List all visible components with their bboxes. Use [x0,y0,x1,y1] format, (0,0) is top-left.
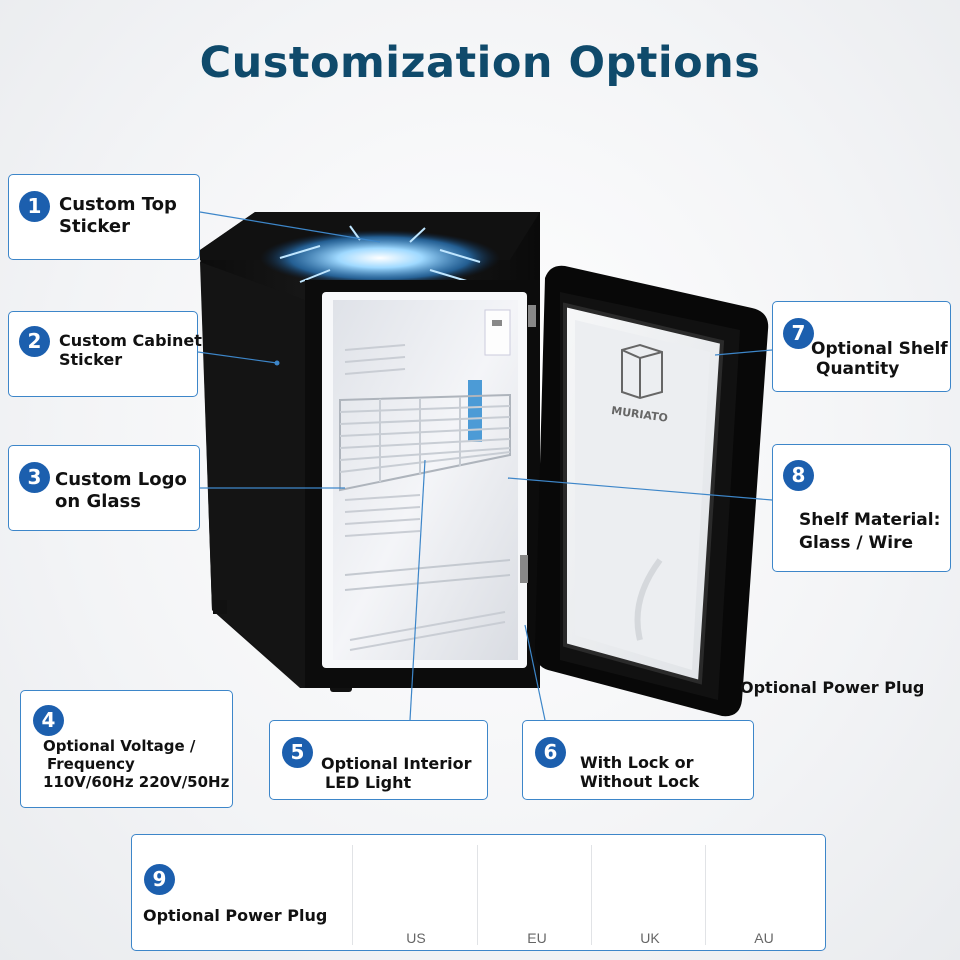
callout-optional-voltage-frequency: 4 Optional Voltage / Frequency 110V/60Hz… [20,690,233,808]
page-title: Customization Options [199,38,761,88]
plug-divider [705,845,706,945]
callout-label: Shelf Material:Glass / Wire [799,510,941,553]
power-plug-floating-label: Optional Power Plug [740,678,925,697]
leader-lines [197,211,773,721]
callout-number-badge: 5 [282,737,313,768]
callout-number-badge: 2 [19,326,50,357]
interior-led [468,380,482,442]
plug-divider [591,845,592,945]
plug-divider [352,845,353,945]
fridge-body [200,212,540,692]
callout-number-badge: 4 [33,705,64,736]
callout-number-badge: 3 [19,462,50,493]
plug-divider [477,845,478,945]
plug-caption-au: AU [754,930,774,946]
callout-label: Optional Voltage / Frequency 110V/60Hz 2… [43,737,230,791]
plug-caption-us: US [406,930,426,946]
callout-number-badge: 6 [535,737,566,768]
glass-logo-icon [621,343,663,400]
callout-number-badge: 7 [783,318,814,349]
plug-caption-uk: UK [640,930,660,946]
callout-number-badge: 9 [144,864,175,895]
callout-optional-power-plug: 9 Optional Power Plug [131,834,826,951]
plug-caption-eu: EU [527,930,547,946]
callout-number-badge: 1 [19,191,50,222]
callout-label: Optional Power Plug [143,906,328,925]
glass-door: MURIATO [535,265,769,717]
callout-number-badge: 8 [783,460,814,491]
callout-shelf-material: 8 Shelf Material:Glass / Wire [772,444,951,572]
